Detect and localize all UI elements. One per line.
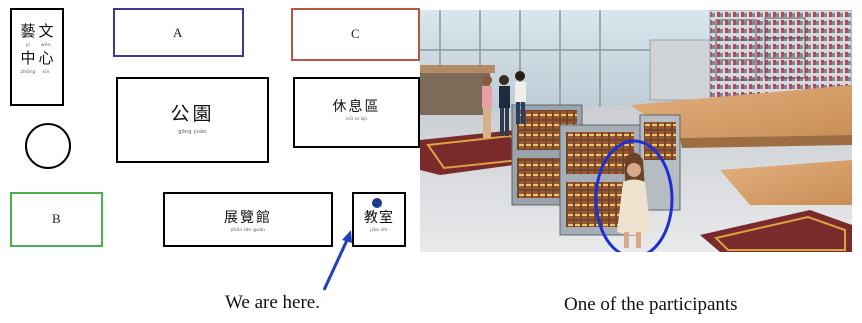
park-pinyin: gōng yuán [178, 129, 207, 135]
background-avatars [482, 71, 526, 138]
rest-area-box: 休息區 xiū xí qū [293, 77, 420, 148]
participant-highlight [594, 139, 674, 252]
rest-area-pinyin: xiū xí qū [345, 117, 368, 122]
virtual-world-scene [420, 10, 852, 252]
wood-table-right [720, 160, 852, 205]
area-c-label: C [351, 26, 360, 41]
circle-marker [25, 123, 71, 169]
classroom-box: 教室 jiào shì [352, 192, 406, 247]
park-box: 公園 gōng yuán [116, 77, 269, 163]
area-b-box: B [10, 192, 103, 247]
left-display-counter [420, 70, 490, 115]
classroom-chars: 教室 [364, 210, 394, 226]
area-a-label: A [173, 25, 183, 40]
exhibition-hall-pinyin: zhǎn lǎn guǎn [230, 228, 266, 233]
arts-center-pinyin-3: zhōng [20, 70, 36, 75]
area-c-box: C [291, 8, 420, 61]
here-arrow [322, 230, 352, 291]
arts-center-char-4: 心 [38, 49, 54, 67]
arts-center-char-1: 藝 [20, 22, 36, 40]
arts-center-box: 藝 文 yì wén 中 心 zhōng xīn [10, 8, 64, 106]
participant-avatar [617, 152, 651, 248]
arts-center-pinyin-4: xīn [42, 70, 50, 75]
arts-center-pinyin-2: wén [41, 43, 51, 48]
area-b-label: B [52, 211, 61, 226]
area-a-box: A [113, 8, 244, 57]
wood-counter [630, 85, 852, 138]
arts-center-pinyin-1: yì [25, 43, 31, 48]
here-caption: We are here. [225, 292, 320, 313]
classroom-pinyin: jiào shì [370, 228, 388, 233]
participant-caption: One of the participants [564, 294, 738, 315]
park-chars: 公園 [170, 103, 215, 125]
rest-area-chars: 休息區 [332, 99, 381, 115]
arts-center-char-3: 中 [20, 49, 36, 67]
arts-center-char-2: 文 [38, 22, 54, 40]
exhibition-hall-chars: 展覽館 [224, 210, 272, 226]
rug-right [700, 210, 852, 252]
location-dot [372, 198, 382, 208]
exhibition-hall-box: 展覽館 zhǎn lǎn guǎn [163, 192, 333, 247]
